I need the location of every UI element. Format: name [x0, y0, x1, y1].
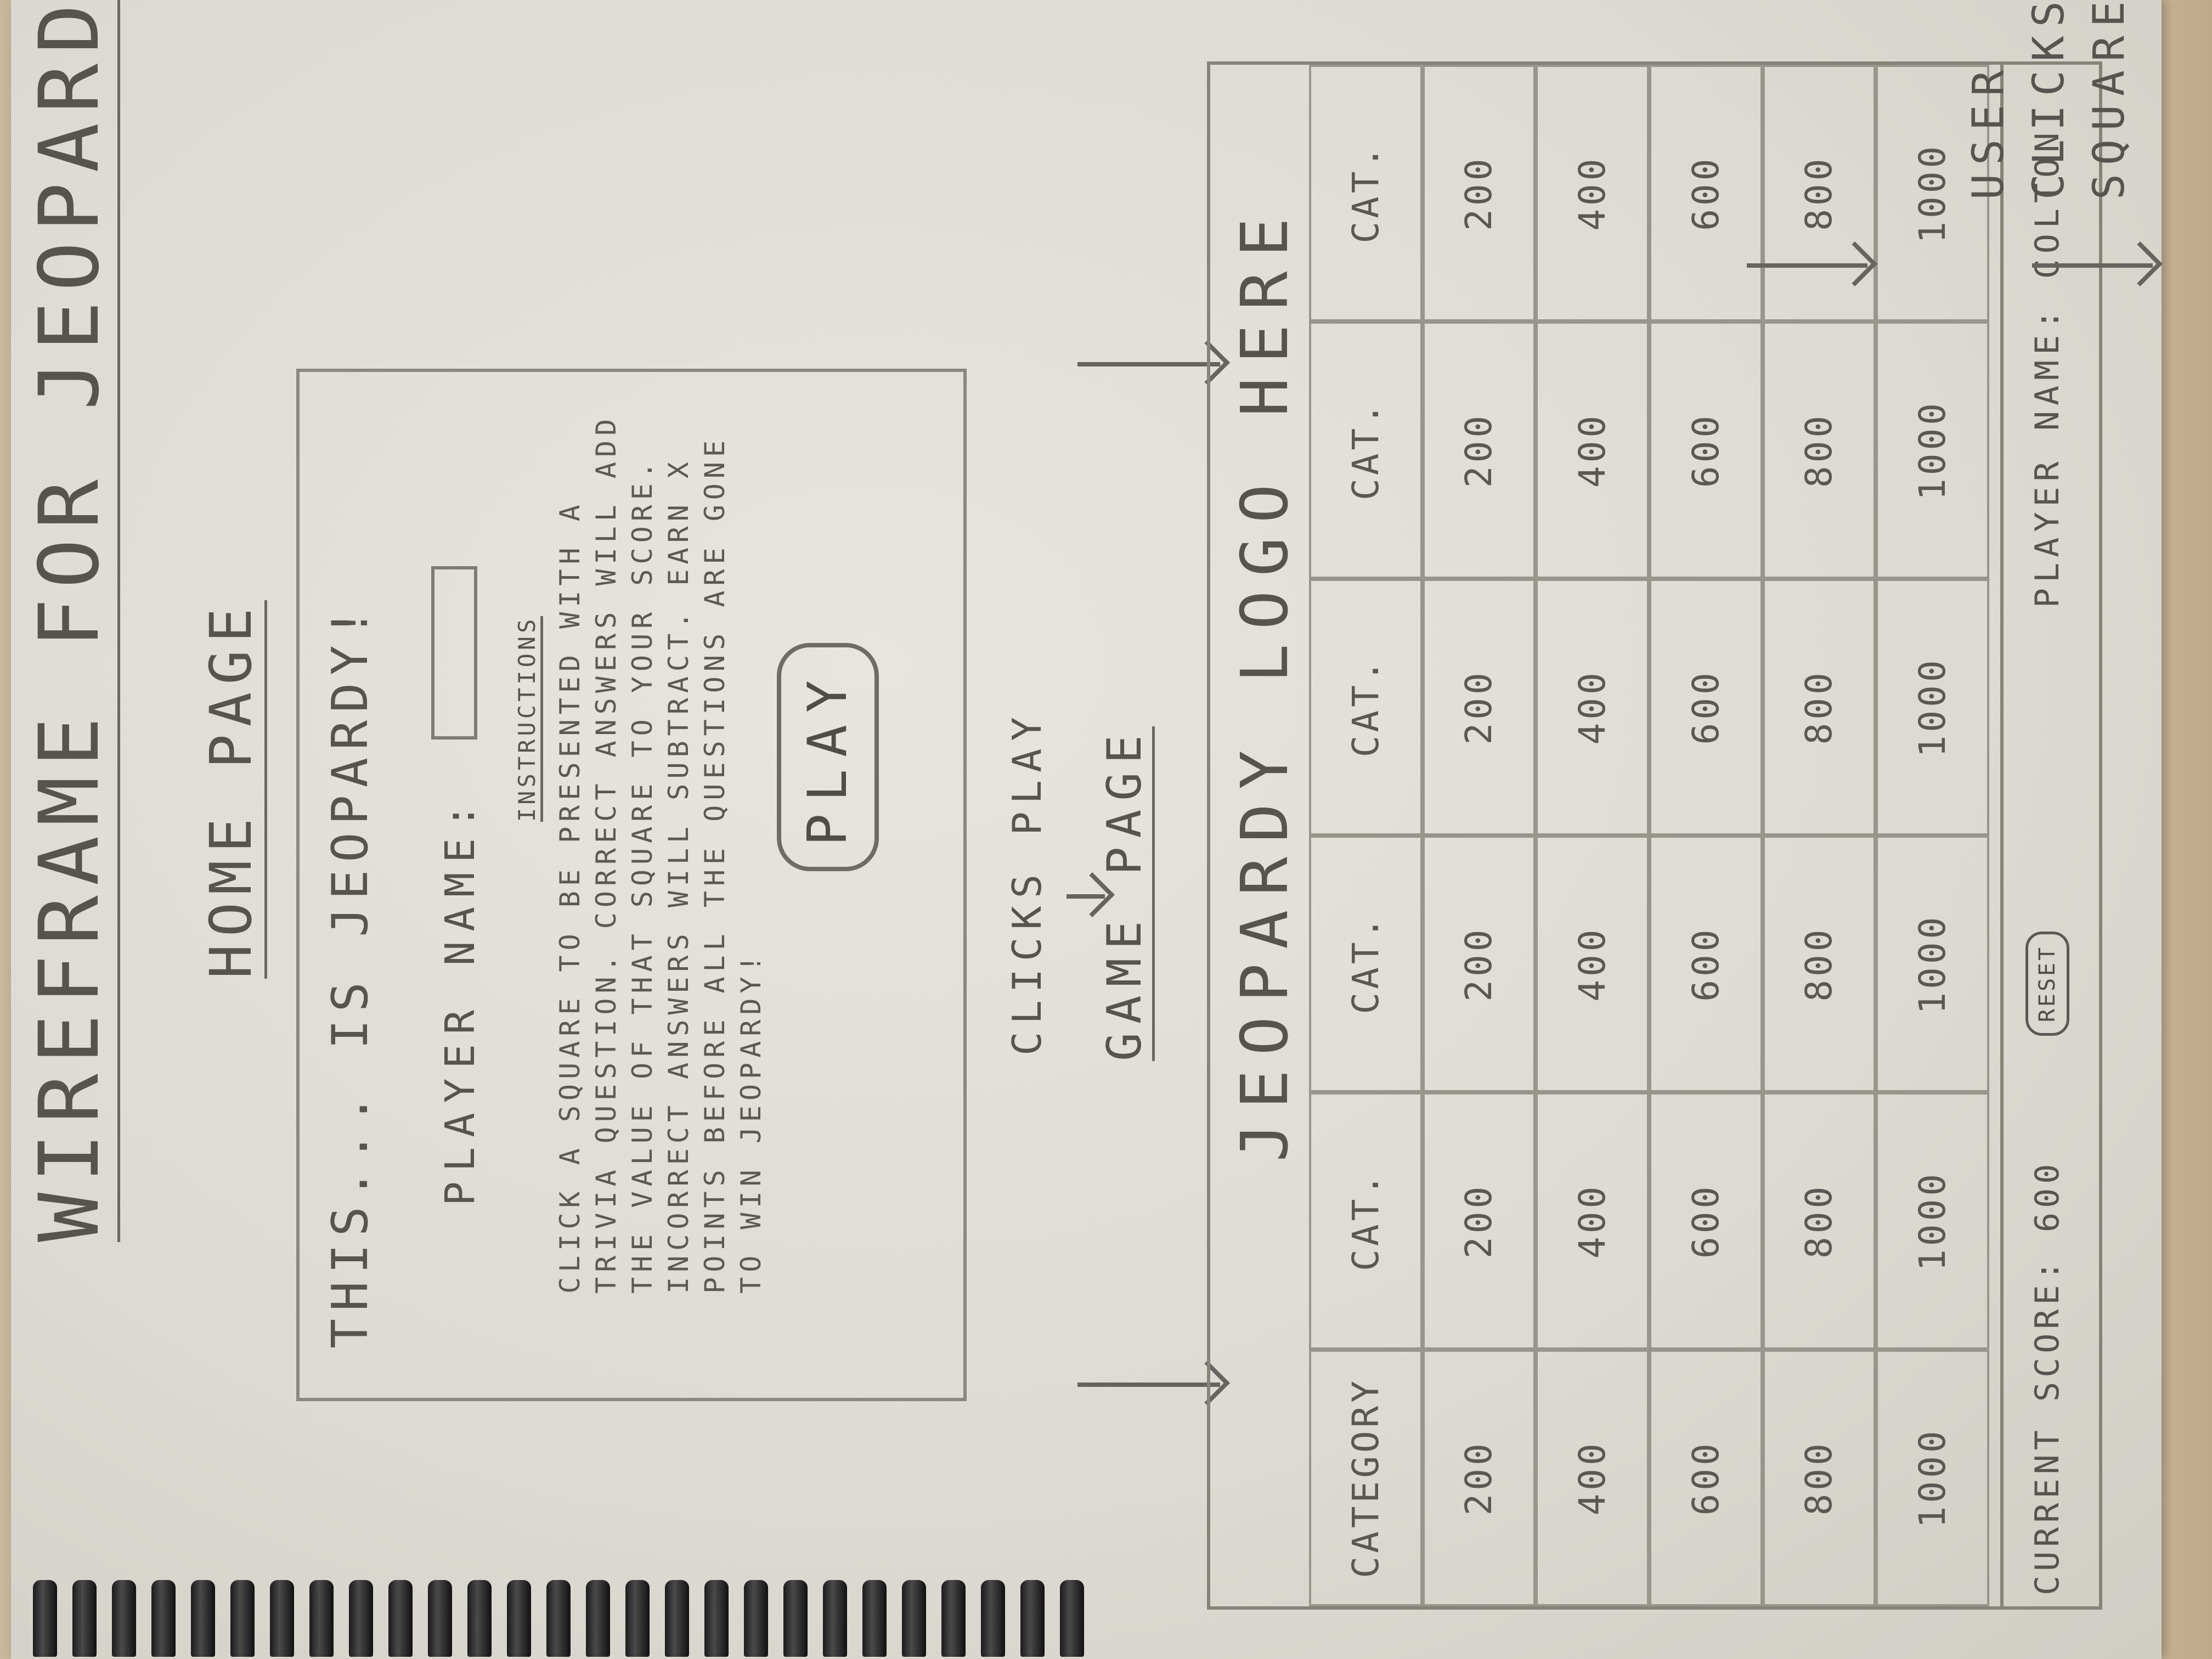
spiral-coil — [151, 1580, 176, 1657]
spiral-coil — [1060, 1580, 1084, 1657]
question-square[interactable]: 800 — [1762, 1092, 1876, 1350]
question-square[interactable]: 200 — [1422, 1349, 1536, 1606]
current-score: CURRENT SCORE: 600 — [2028, 1159, 2067, 1595]
note-line: CLICKS — [2024, 0, 2074, 200]
spiral-coil — [586, 1580, 610, 1657]
spiral-coil — [625, 1580, 650, 1657]
home-page-frame: THIS... IS JEOPARDY! PLAYER NAME: INSTRU… — [296, 369, 967, 1401]
question-square[interactable]: 200 — [1422, 321, 1536, 579]
question-square[interactable]: 600 — [1649, 321, 1763, 579]
spiral-coil — [72, 1580, 97, 1657]
spiral-coil — [1020, 1580, 1045, 1657]
user-clicks-square-note: USER CLICKS SQUARE — [1959, 0, 2140, 200]
spiral-coil — [467, 1580, 492, 1657]
question-square[interactable]: 800 — [1762, 578, 1876, 836]
category-header-cell: CATEGORY — [1309, 1349, 1423, 1606]
flow-arrow-user-clicks — [2032, 263, 2153, 268]
flow-arrow-left — [1077, 1383, 1220, 1387]
spiral-coil — [428, 1580, 452, 1657]
game-page-label: GAME PAGE — [1097, 726, 1155, 1061]
question-square[interactable]: 1000 — [1876, 1092, 1989, 1350]
question-square[interactable]: 200 — [1422, 65, 1536, 322]
question-square[interactable]: 400 — [1536, 578, 1649, 836]
instructions-text: CLICK A SQUARE TO BE PRESENTED WITH A TR… — [554, 414, 767, 1294]
question-square[interactable]: 200 — [1422, 1092, 1536, 1350]
question-square[interactable]: 600 — [1649, 578, 1763, 836]
question-square[interactable]: 1000 — [1876, 1349, 1989, 1606]
question-square[interactable]: 800 — [1762, 836, 1876, 1093]
question-square[interactable]: 600 — [1649, 1349, 1763, 1606]
spiral-coil — [349, 1580, 373, 1657]
question-square[interactable]: 600 — [1649, 65, 1763, 322]
player-name-label: PLAYER NAME: — [437, 794, 484, 1206]
notebook-spiral — [33, 1569, 1103, 1657]
flow-arrow-user-clicks-2 — [1747, 263, 1867, 268]
question-square[interactable]: 800 — [1762, 65, 1876, 322]
category-header-cell: CAT. — [1309, 836, 1423, 1093]
category-header-cell: CAT. — [1309, 321, 1423, 579]
question-square[interactable]: 200 — [1422, 578, 1536, 836]
player-name-input[interactable] — [431, 566, 477, 740]
note-line: USER — [1964, 61, 2013, 200]
question-square[interactable]: 1000 — [1876, 836, 1989, 1093]
jeopardy-logo-placeholder: JEOPARDY LOGO HERE — [1227, 204, 1302, 1162]
question-square[interactable]: 600 — [1649, 836, 1763, 1093]
question-square[interactable]: 200 — [1422, 836, 1536, 1093]
flow-arrow-right — [1077, 362, 1220, 366]
question-square[interactable]: 400 — [1536, 65, 1649, 322]
spiral-coil — [507, 1580, 531, 1657]
question-square[interactable]: 400 — [1536, 836, 1649, 1093]
instructions-heading: INSTRUCTIONS — [514, 616, 543, 822]
note-line: SQUARE — [2085, 0, 2134, 200]
spiral-coil — [862, 1580, 887, 1657]
spiral-coil — [546, 1580, 571, 1657]
spiral-coil — [309, 1580, 334, 1657]
spiral-coil — [230, 1580, 255, 1657]
question-square[interactable]: 400 — [1536, 321, 1649, 579]
spiral-coil — [270, 1580, 294, 1657]
spiral-coil — [783, 1580, 808, 1657]
flow-label-clicks-play: CLICKS PLAY — [1004, 709, 1050, 1056]
spiral-coil — [981, 1580, 1005, 1657]
reset-button[interactable]: RESET — [2025, 932, 2069, 1036]
spiral-coil — [191, 1580, 215, 1657]
status-bar: CURRENT SCORE: 600 RESET PLAYER NAME: CO… — [2000, 65, 2086, 1606]
home-heading: THIS... IS JEOPARDY! — [321, 600, 379, 1348]
spiral-coil — [112, 1580, 136, 1657]
play-button[interactable]: PLAY — [777, 643, 879, 871]
spiral-coil — [704, 1580, 729, 1657]
category-header-cell: CAT. — [1309, 65, 1423, 322]
home-page-label: HOME PAGE — [198, 600, 267, 979]
question-square[interactable]: 800 — [1762, 321, 1876, 579]
question-square[interactable]: 1000 — [1876, 321, 1989, 579]
category-header-cell: CAT. — [1309, 578, 1423, 836]
spiral-coil — [941, 1580, 966, 1657]
spiral-coil — [33, 1580, 57, 1657]
question-square[interactable]: 600 — [1649, 1092, 1763, 1350]
spiral-coil — [665, 1580, 689, 1657]
question-square[interactable]: 400 — [1536, 1349, 1649, 1606]
spiral-coil — [744, 1580, 768, 1657]
question-square[interactable]: 1000 — [1876, 578, 1989, 836]
question-square[interactable]: 800 — [1762, 1349, 1876, 1606]
category-header-cell: CAT. — [1309, 1092, 1423, 1350]
spiral-coil — [902, 1580, 926, 1657]
spiral-coil — [388, 1580, 413, 1657]
spiral-coil — [823, 1580, 847, 1657]
wireframe-title: WIREFRAME FOR JEOPARDY GAME — [22, 0, 120, 1242]
question-square[interactable]: 400 — [1536, 1092, 1649, 1350]
